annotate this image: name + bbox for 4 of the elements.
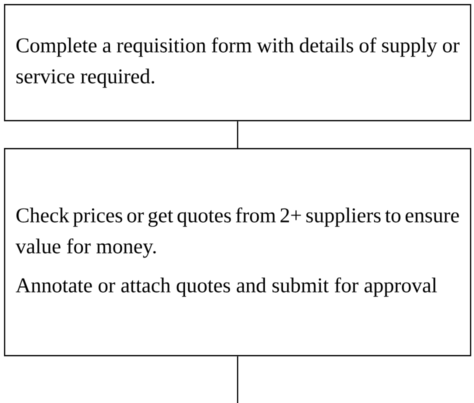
text-box: Check prices or get quotes from 2+ suppliers to ensure value for money. Annotate or attach quotes and submit for approval <box>4 148 472 356</box>
connector-line <box>237 121 238 148</box>
connector-line <box>237 356 238 403</box>
text-box: Complete a requisition form with details of supply or service required. <box>4 4 472 122</box>
